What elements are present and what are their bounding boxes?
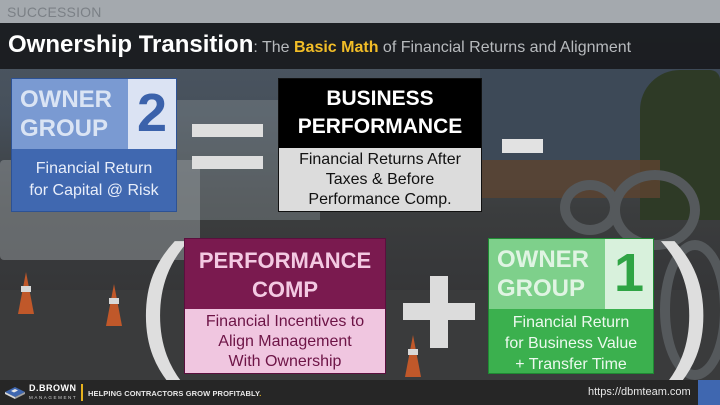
owner-group-2-header: OWNER GROUP 2: [12, 79, 176, 149]
desc-line: Performance Comp.: [308, 191, 452, 208]
owner-group-2-description: Financial Return for Capital @ Risk: [12, 149, 176, 202]
tagline-text: HELPING CONTRACTORS GROW PROFITABLY: [88, 389, 260, 398]
performance-comp-header: PERFORMANCE COMP: [185, 239, 385, 309]
title-separator: : The: [253, 39, 294, 56]
section-label: SUCCESSION: [7, 4, 102, 20]
website-link[interactable]: https://dbmteam.com: [588, 386, 691, 398]
title-rest: of Financial Returns and Alignment: [378, 39, 632, 56]
label-line: OWNER: [20, 86, 112, 113]
title-line: COMP: [252, 277, 318, 302]
equals-sign-top-bar: [192, 124, 263, 137]
plus-sign-vertical: [430, 276, 448, 348]
desc-line: With Ownership: [228, 353, 342, 370]
owner-group-1-label: OWNER GROUP: [497, 245, 589, 303]
owner-group-1-number: 1: [605, 239, 653, 309]
desc-line: Financial Incentives to: [205, 313, 365, 330]
desc-line: Align Management: [218, 333, 352, 350]
owner-group-1-description: Financial Return for Business Value + Tr…: [489, 309, 653, 375]
desc-line: Financial Return: [35, 160, 153, 177]
cable-coil: [660, 240, 720, 380]
title-main: Ownership Transition: [8, 31, 254, 58]
open-parenthesis: (: [136, 212, 190, 391]
owner-group-1-box: OWNER GROUP 1 Financial Return for Busin…: [488, 238, 654, 374]
title-bar: [0, 23, 720, 69]
title-highlight: Basic Math: [294, 39, 379, 56]
close-parenthesis: ): [660, 212, 714, 391]
performance-comp-description: Financial Incentives to Align Management…: [185, 309, 385, 373]
dbrown-logo-icon: [5, 387, 25, 399]
label-line: OWNER: [497, 246, 589, 273]
business-performance-description: Financial Returns After Taxes & Before P…: [279, 148, 481, 211]
cable-coil: [610, 170, 700, 250]
owner-group-1-header: OWNER GROUP 1: [489, 239, 653, 309]
logo-subtitle: MANAGEMENT: [29, 395, 78, 400]
equals-sign-bottom-bar: [192, 156, 263, 169]
desc-line: Taxes & Before: [325, 171, 435, 188]
logo-name: D.BROWN: [29, 383, 77, 393]
tagline-dot: .: [259, 389, 262, 398]
traffic-cone: [106, 284, 122, 326]
label-line: GROUP: [497, 275, 586, 302]
slide-title: Ownership Transition: The Basic Math of …: [8, 31, 631, 59]
title-line: BUSINESS: [326, 87, 434, 110]
title-line: PERFORMANCE: [297, 115, 463, 138]
owner-group-2-box: OWNER GROUP 2 Financial Return for Capit…: [11, 78, 177, 212]
footer-corner-accent: [698, 380, 720, 405]
section-strip: [0, 0, 720, 23]
label-line: GROUP: [20, 115, 109, 142]
owner-group-2-number: 2: [128, 79, 176, 149]
minus-sign: [502, 139, 543, 153]
business-performance-box: BUSINESS PERFORMANCE Financial Returns A…: [278, 78, 482, 212]
performance-comp-box: PERFORMANCE COMP Financial Incentives to…: [184, 238, 386, 374]
desc-line: Financial Returns After: [299, 151, 461, 168]
footer-divider: [81, 384, 83, 401]
desc-line: + Transfer Time: [515, 356, 627, 373]
owner-group-2-label: OWNER GROUP: [20, 85, 112, 143]
desc-line: for Capital @ Risk: [29, 182, 159, 199]
desc-line: for Business Value: [504, 335, 638, 352]
title-line: PERFORMANCE: [198, 248, 372, 273]
traffic-cone: [405, 335, 421, 377]
business-performance-header: BUSINESS PERFORMANCE: [279, 79, 481, 148]
desc-line: Financial Return: [512, 314, 630, 331]
footer-bar: [0, 380, 720, 405]
traffic-cone: [18, 272, 34, 314]
tagline: HELPING CONTRACTORS GROW PROFITABLY.: [88, 389, 261, 398]
